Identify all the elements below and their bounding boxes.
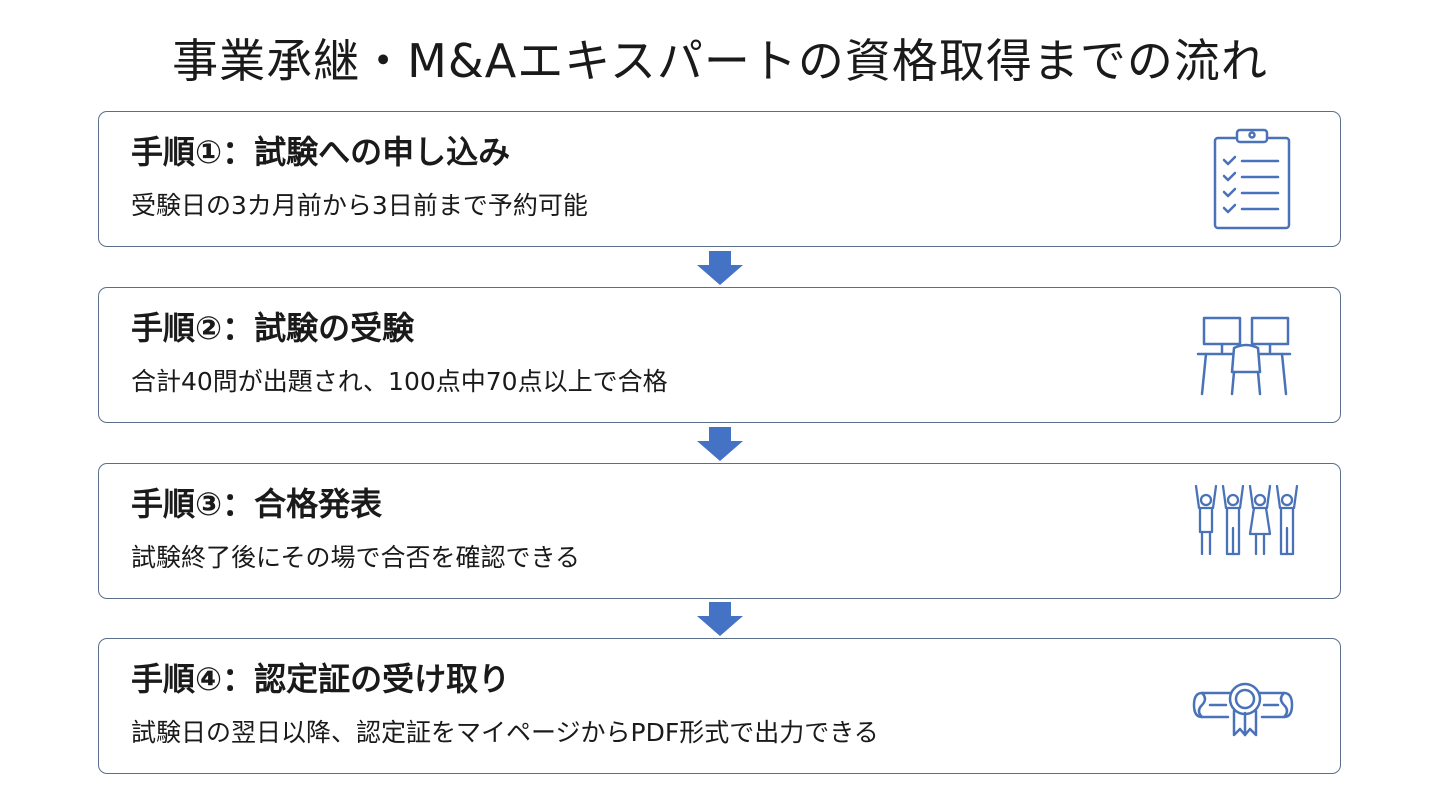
- step-card-2: 手順②：試験の受験 合計40問が出題され、100点中70点以上で合格: [98, 287, 1341, 423]
- step-description-3: 試験終了後にその場で合否を確認できる: [131, 543, 581, 572]
- step-card-3: 手順③：合格発表 試験終了後にその場で合否を確認できる: [98, 463, 1341, 599]
- page-title: 事業承継・M&Aエキスパートの資格取得までの流れ: [172, 34, 1268, 88]
- step-title-4: 手順④：認定証の受け取り: [131, 660, 511, 698]
- step-title-3: 手順③：合格発表: [131, 485, 383, 523]
- clipboard-checklist-icon: [1188, 126, 1300, 232]
- step-description-4: 試験日の翌日以降、認定証をマイページからPDF形式で出力できる: [131, 718, 879, 747]
- step-description-1: 受験日の3カ月前から3日前まで予約可能: [131, 191, 588, 220]
- certificate-diploma-icon: [1188, 653, 1300, 759]
- step-description-2: 合計40問が出題され、100点中70点以上で合格: [131, 367, 668, 396]
- computer-desk-icon: [1188, 302, 1300, 408]
- step-card-4: 手順④：認定証の受け取り 試験日の翌日以降、認定証をマイページからPDF形式で出…: [98, 638, 1341, 774]
- step-title-2: 手順②：試験の受験: [131, 309, 415, 347]
- down-arrow-2: [697, 427, 743, 461]
- celebrating-people-icon: [1188, 478, 1300, 584]
- down-arrow-1: [697, 251, 743, 285]
- step-title-1: 手順①：試験への申し込み: [131, 133, 511, 171]
- down-arrow-3: [697, 602, 743, 636]
- step-card-1: 手順①：試験への申し込み 受験日の3カ月前から3日前まで予約可能: [98, 111, 1341, 247]
